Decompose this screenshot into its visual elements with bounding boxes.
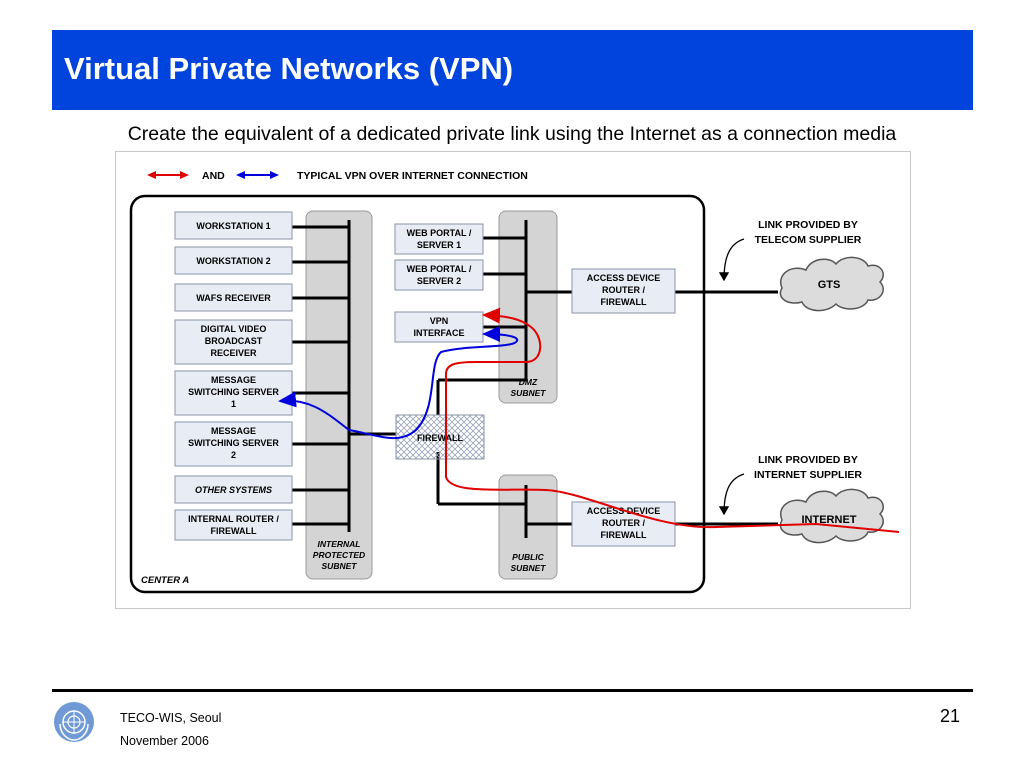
slide-title: Virtual Private Networks (VPN) [64, 51, 514, 86]
un-emblem-icon [52, 700, 96, 749]
internet-link-label-1: LINK PROVIDED BY [758, 454, 858, 466]
footer-info: TECO-WIS, Seoul November 2006 [120, 707, 221, 753]
public-subnet [498, 474, 558, 580]
dvb-receiver: DIGITAL VIDEO BROADCAST RECEIVER [174, 319, 293, 365]
svg-text:GTS: GTS [818, 279, 841, 291]
center-label: CENTER A [141, 575, 189, 586]
red-vpn-path [445, 307, 900, 533]
dmz-subnet-label-1: DMZ [519, 377, 538, 387]
svg-text:DIGITAL VIDEO: DIGITAL VIDEO [201, 324, 267, 334]
blue-vpn-path [278, 341, 517, 439]
internet-cloud: INTERNET [779, 488, 884, 544]
svg-text:ROUTER /: ROUTER / [602, 518, 646, 528]
internal-subnet [305, 210, 373, 580]
legend: AND TYPICAL VPN OVER INTERNET CONNECTION [147, 170, 528, 182]
telecom-link-label-2: TELECOM SUPPLIER [755, 234, 862, 246]
svg-text:SERVER 1: SERVER 1 [417, 240, 461, 250]
web-portal-2: WEB PORTAL / SERVER 2 [394, 259, 484, 291]
footer-date: November 2006 [120, 734, 209, 748]
internet-link-label-2: INTERNET SUPPLIER [754, 469, 862, 481]
blue-vpn-path-tip [482, 326, 519, 343]
dmz-subnet-label-2: SUBNET [511, 388, 547, 398]
dmz-subnet [498, 210, 558, 404]
public-subnet-label-1: PUBLIC [512, 552, 545, 562]
svg-text:1: 1 [231, 399, 236, 409]
svg-text:FIREWALL: FIREWALL [601, 297, 647, 307]
svg-text:MESSAGE: MESSAGE [211, 426, 256, 436]
blue-arrow-icon [236, 171, 279, 179]
svg-text:OTHER SYSTEMS: OTHER SYSTEMS [195, 485, 272, 495]
svg-text:WORKSTATION 2: WORKSTATION 2 [196, 256, 270, 266]
web-portal-1: WEB PORTAL / SERVER 1 [394, 223, 484, 255]
diagram-canvas: AND TYPICAL VPN OVER INTERNET CONNECTION… [129, 170, 900, 594]
internal-router: INTERNAL ROUTER / FIREWALL [174, 509, 293, 541]
svg-text:VPN: VPN [430, 316, 449, 326]
legend-and: AND [202, 170, 225, 182]
svg-text:FIREWALL: FIREWALL [417, 433, 463, 443]
title-bar: Virtual Private Networks (VPN) [52, 30, 973, 110]
access-device-internet: ACCESS DEVICE ROUTER / FIREWALL [571, 501, 676, 547]
firewall: FIREWALL [395, 414, 485, 460]
message-switching-server-2: MESSAGE SWITCHING SERVER 2 [174, 421, 293, 467]
svg-text:2: 2 [231, 450, 236, 460]
other-systems: OTHER SYSTEMS [174, 475, 293, 504]
svg-text:SWITCHING SERVER: SWITCHING SERVER [188, 438, 279, 448]
svg-text:FIREWALL: FIREWALL [211, 526, 257, 536]
vpn-interface: VPN INTERFACE [394, 311, 484, 343]
svg-text:MESSAGE: MESSAGE [211, 375, 256, 385]
workstation-2: WORKSTATION 2 [174, 246, 293, 275]
svg-text:RECEIVER: RECEIVER [210, 348, 257, 358]
svg-text:WAFS RECEIVER: WAFS RECEIVER [196, 293, 271, 303]
red-arrow-icon [147, 171, 189, 179]
svg-text:INTERNAL ROUTER /: INTERNAL ROUTER / [188, 514, 279, 524]
public-subnet-label-2: SUBNET [511, 563, 547, 573]
center-boundary [129, 194, 706, 594]
access-device-telecom: ACCESS DEVICE ROUTER / FIREWALL [571, 268, 676, 314]
svg-text:INTERNET: INTERNET [802, 514, 857, 526]
svg-text:BROADCAST: BROADCAST [205, 336, 263, 346]
svg-text:WEB PORTAL /: WEB PORTAL / [407, 264, 472, 274]
gts-cloud: GTS [779, 256, 884, 312]
message-switching-server-1: MESSAGE SWITCHING SERVER 1 [174, 370, 293, 416]
telecom-link-label-1: LINK PROVIDED BY [758, 219, 858, 231]
slide-subtitle: Create the equivalent of a dedicated pri… [127, 123, 897, 145]
internal-subnet-label-2: PROTECTED [313, 550, 365, 560]
internal-subnet-label-3: SUBNET [322, 561, 358, 571]
svg-text:ROUTER /: ROUTER / [602, 285, 646, 295]
wafs-receiver: WAFS RECEIVER [174, 283, 293, 312]
svg-text:SERVER 2: SERVER 2 [417, 276, 461, 286]
internal-subnet-label-1: INTERNAL [318, 539, 361, 549]
svg-text:INTERFACE: INTERFACE [413, 328, 464, 338]
footer-divider [52, 689, 973, 692]
svg-text:SWITCHING SERVER: SWITCHING SERVER [188, 387, 279, 397]
telecom-pointer [718, 238, 745, 282]
svg-text:WEB PORTAL /: WEB PORTAL / [407, 228, 472, 238]
svg-text:FIREWALL: FIREWALL [601, 530, 647, 540]
workstation-1: WORKSTATION 1 [174, 211, 293, 240]
svg-text:WORKSTATION 1: WORKSTATION 1 [196, 221, 270, 231]
footer-org: TECO-WIS, Seoul [120, 711, 222, 725]
page-number: 21 [940, 706, 961, 726]
svg-text:ACCESS DEVICE: ACCESS DEVICE [587, 273, 661, 283]
vpn-diagram: AND TYPICAL VPN OVER INTERNET CONNECTION… [115, 151, 911, 609]
internet-pointer [718, 473, 745, 516]
legend-caption: TYPICAL VPN OVER INTERNET CONNECTION [297, 170, 528, 182]
